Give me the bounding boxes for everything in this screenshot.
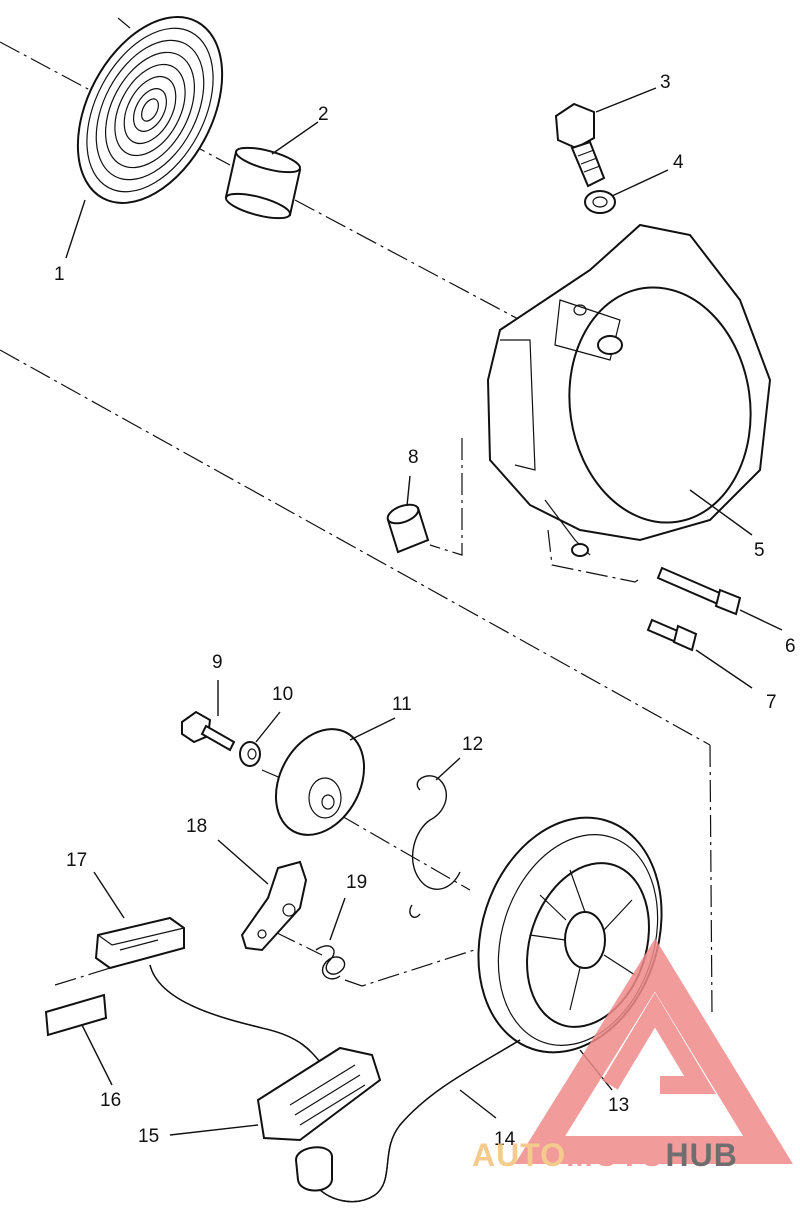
starter-housing bbox=[486, 223, 772, 557]
bushing bbox=[224, 146, 302, 220]
callout-4: 4 bbox=[673, 152, 684, 173]
callout-6: 6 bbox=[785, 636, 796, 657]
leader-lines bbox=[65, 87, 783, 1136]
callout-9: 9 bbox=[212, 652, 223, 673]
callout-12: 12 bbox=[462, 734, 483, 755]
starter-handle bbox=[256, 1046, 382, 1192]
friction-plate bbox=[274, 728, 366, 836]
callout-18: 18 bbox=[186, 816, 207, 837]
rope-guide bbox=[94, 916, 185, 970]
callout-8: 8 bbox=[408, 447, 419, 468]
pawl-washer bbox=[239, 741, 261, 767]
pawl-spring bbox=[315, 945, 346, 980]
callout-14: 14 bbox=[494, 1129, 516, 1150]
callout-16: 16 bbox=[100, 1090, 121, 1111]
watermark-text-hub: HUB bbox=[665, 1137, 737, 1173]
pawl-bolt bbox=[181, 710, 236, 752]
rope-pulley bbox=[477, 816, 663, 1054]
starter-rope bbox=[149, 964, 521, 1203]
banjo-bolt bbox=[554, 102, 606, 188]
sealing-washer bbox=[584, 190, 616, 214]
svg-text:AUTOMOTOHUB: AUTOMOTOHUB bbox=[472, 1137, 738, 1173]
housing-bolt-short bbox=[646, 618, 698, 652]
callout-3: 3 bbox=[660, 72, 671, 93]
decal bbox=[44, 993, 108, 1037]
callout-10: 10 bbox=[272, 684, 293, 705]
callout-labels: 1 2 3 4 5 6 7 8 9 10 11 12 13 14 15 16 1… bbox=[54, 72, 796, 1150]
callout-11: 11 bbox=[392, 694, 412, 715]
callout-15: 15 bbox=[138, 1126, 159, 1147]
friction-spring bbox=[409, 775, 461, 918]
callout-7: 7 bbox=[766, 692, 777, 713]
callout-19: 19 bbox=[346, 872, 367, 893]
watermark-text-auto: AUTO bbox=[472, 1137, 566, 1173]
callout-5: 5 bbox=[754, 540, 765, 561]
callout-1: 1 bbox=[54, 264, 65, 285]
watermark-logo: AUTOMOTOHUB bbox=[472, 938, 793, 1173]
recoil-spring bbox=[76, 16, 224, 204]
callout-13: 13 bbox=[608, 1095, 629, 1116]
housing-bolt-long bbox=[656, 566, 742, 616]
ratchet-pawl bbox=[240, 860, 308, 952]
spring-hook bbox=[117, 17, 131, 29]
callout-17: 17 bbox=[66, 850, 87, 871]
collar bbox=[386, 503, 430, 554]
watermark-text-moto: MOTO bbox=[566, 1137, 665, 1173]
callout-2: 2 bbox=[318, 104, 329, 125]
